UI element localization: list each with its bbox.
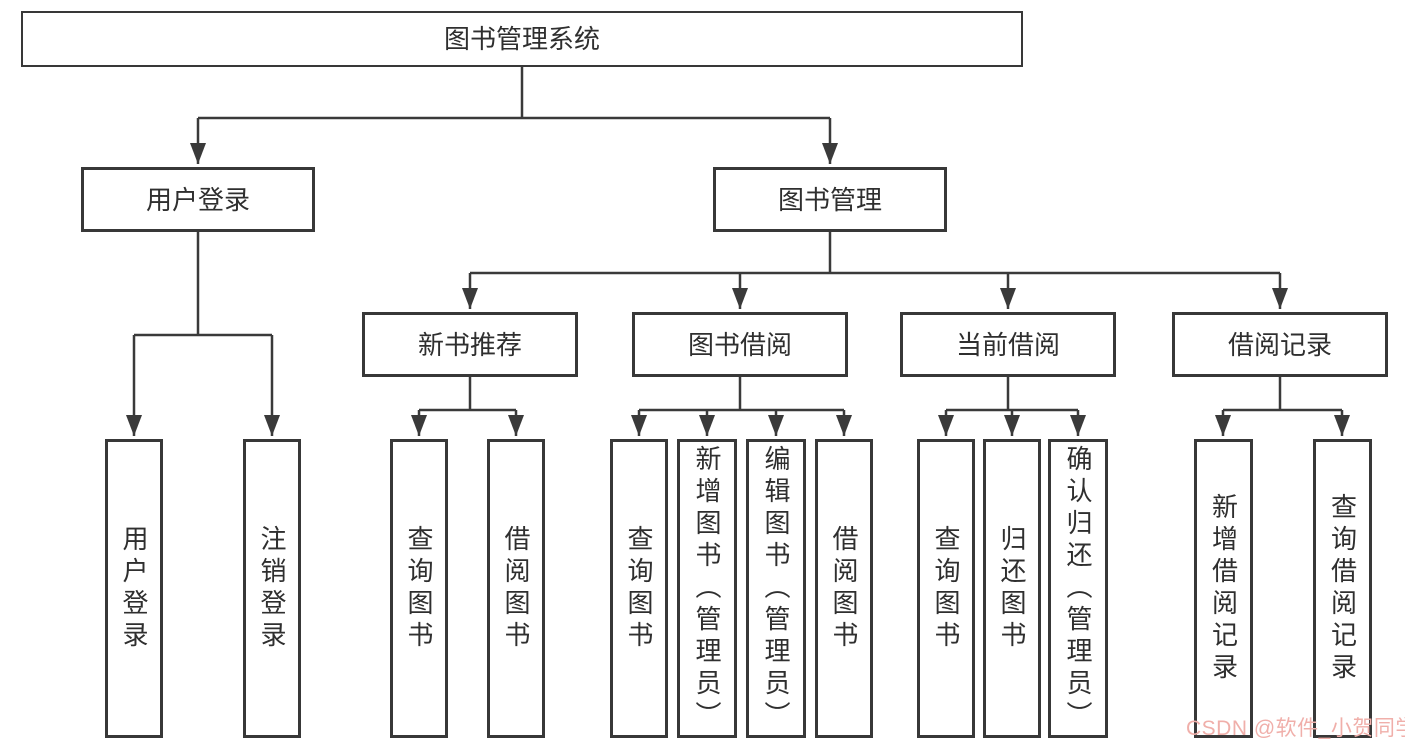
node-root-system: 图书管理系统 xyxy=(21,11,1023,67)
leaf-current-confirm-return-admin: 确认归还（管理员） xyxy=(1048,439,1108,738)
node-new-book-recommend: 新书推荐 xyxy=(362,312,578,377)
leaf-borrow-borrow-books: 借阅图书 xyxy=(815,439,873,738)
leaf-records-add-borrow-record: 新增借阅记录 xyxy=(1194,439,1253,738)
leaf-current-query-books: 查询图书 xyxy=(917,439,975,738)
leaf-recommend-query-books: 查询图书 xyxy=(390,439,448,738)
leaf-recommend-borrow-books: 借阅图书 xyxy=(487,439,545,738)
leaf-login-user-login: 用户登录 xyxy=(105,439,163,738)
node-user-login: 用户登录 xyxy=(81,167,315,232)
csdn-watermark: CSDN @软件_小贺同学 xyxy=(1186,717,1405,740)
leaf-borrow-add-books-admin: 新增图书（管理员） xyxy=(677,439,737,738)
node-book-borrow: 图书借阅 xyxy=(632,312,848,377)
node-current-borrow: 当前借阅 xyxy=(900,312,1116,377)
leaf-records-query-borrow-record: 查询借阅记录 xyxy=(1313,439,1372,738)
node-borrow-records: 借阅记录 xyxy=(1172,312,1388,377)
leaf-current-return-books: 归还图书 xyxy=(983,439,1041,738)
leaf-borrow-edit-books-admin: 编辑图书（管理员） xyxy=(746,439,806,738)
leaf-borrow-query-books: 查询图书 xyxy=(610,439,668,738)
leaf-login-logout: 注销登录 xyxy=(243,439,301,738)
node-book-management: 图书管理 xyxy=(713,167,947,232)
